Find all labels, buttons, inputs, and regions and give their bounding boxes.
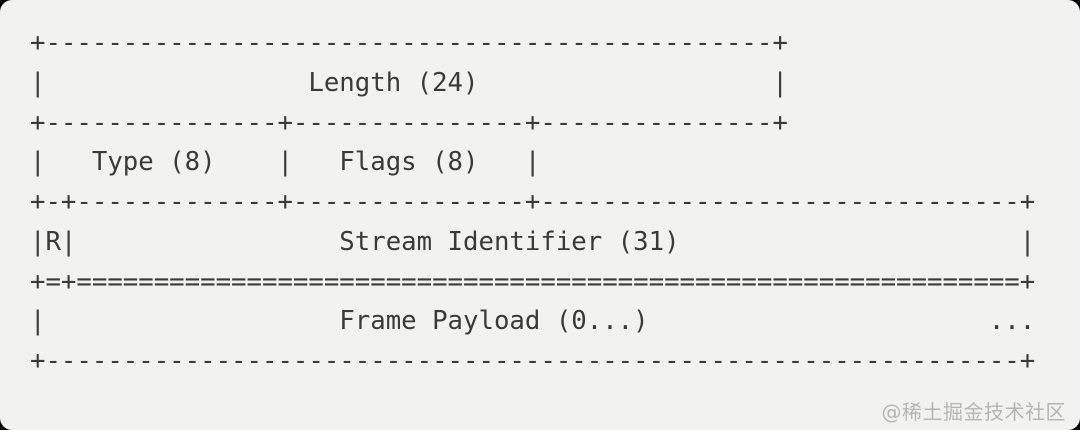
http2-frame-format-diagram: +---------------------------------------…	[30, 28, 1036, 376]
juejin-watermark: @稀土掘金技术社区	[881, 400, 1066, 424]
